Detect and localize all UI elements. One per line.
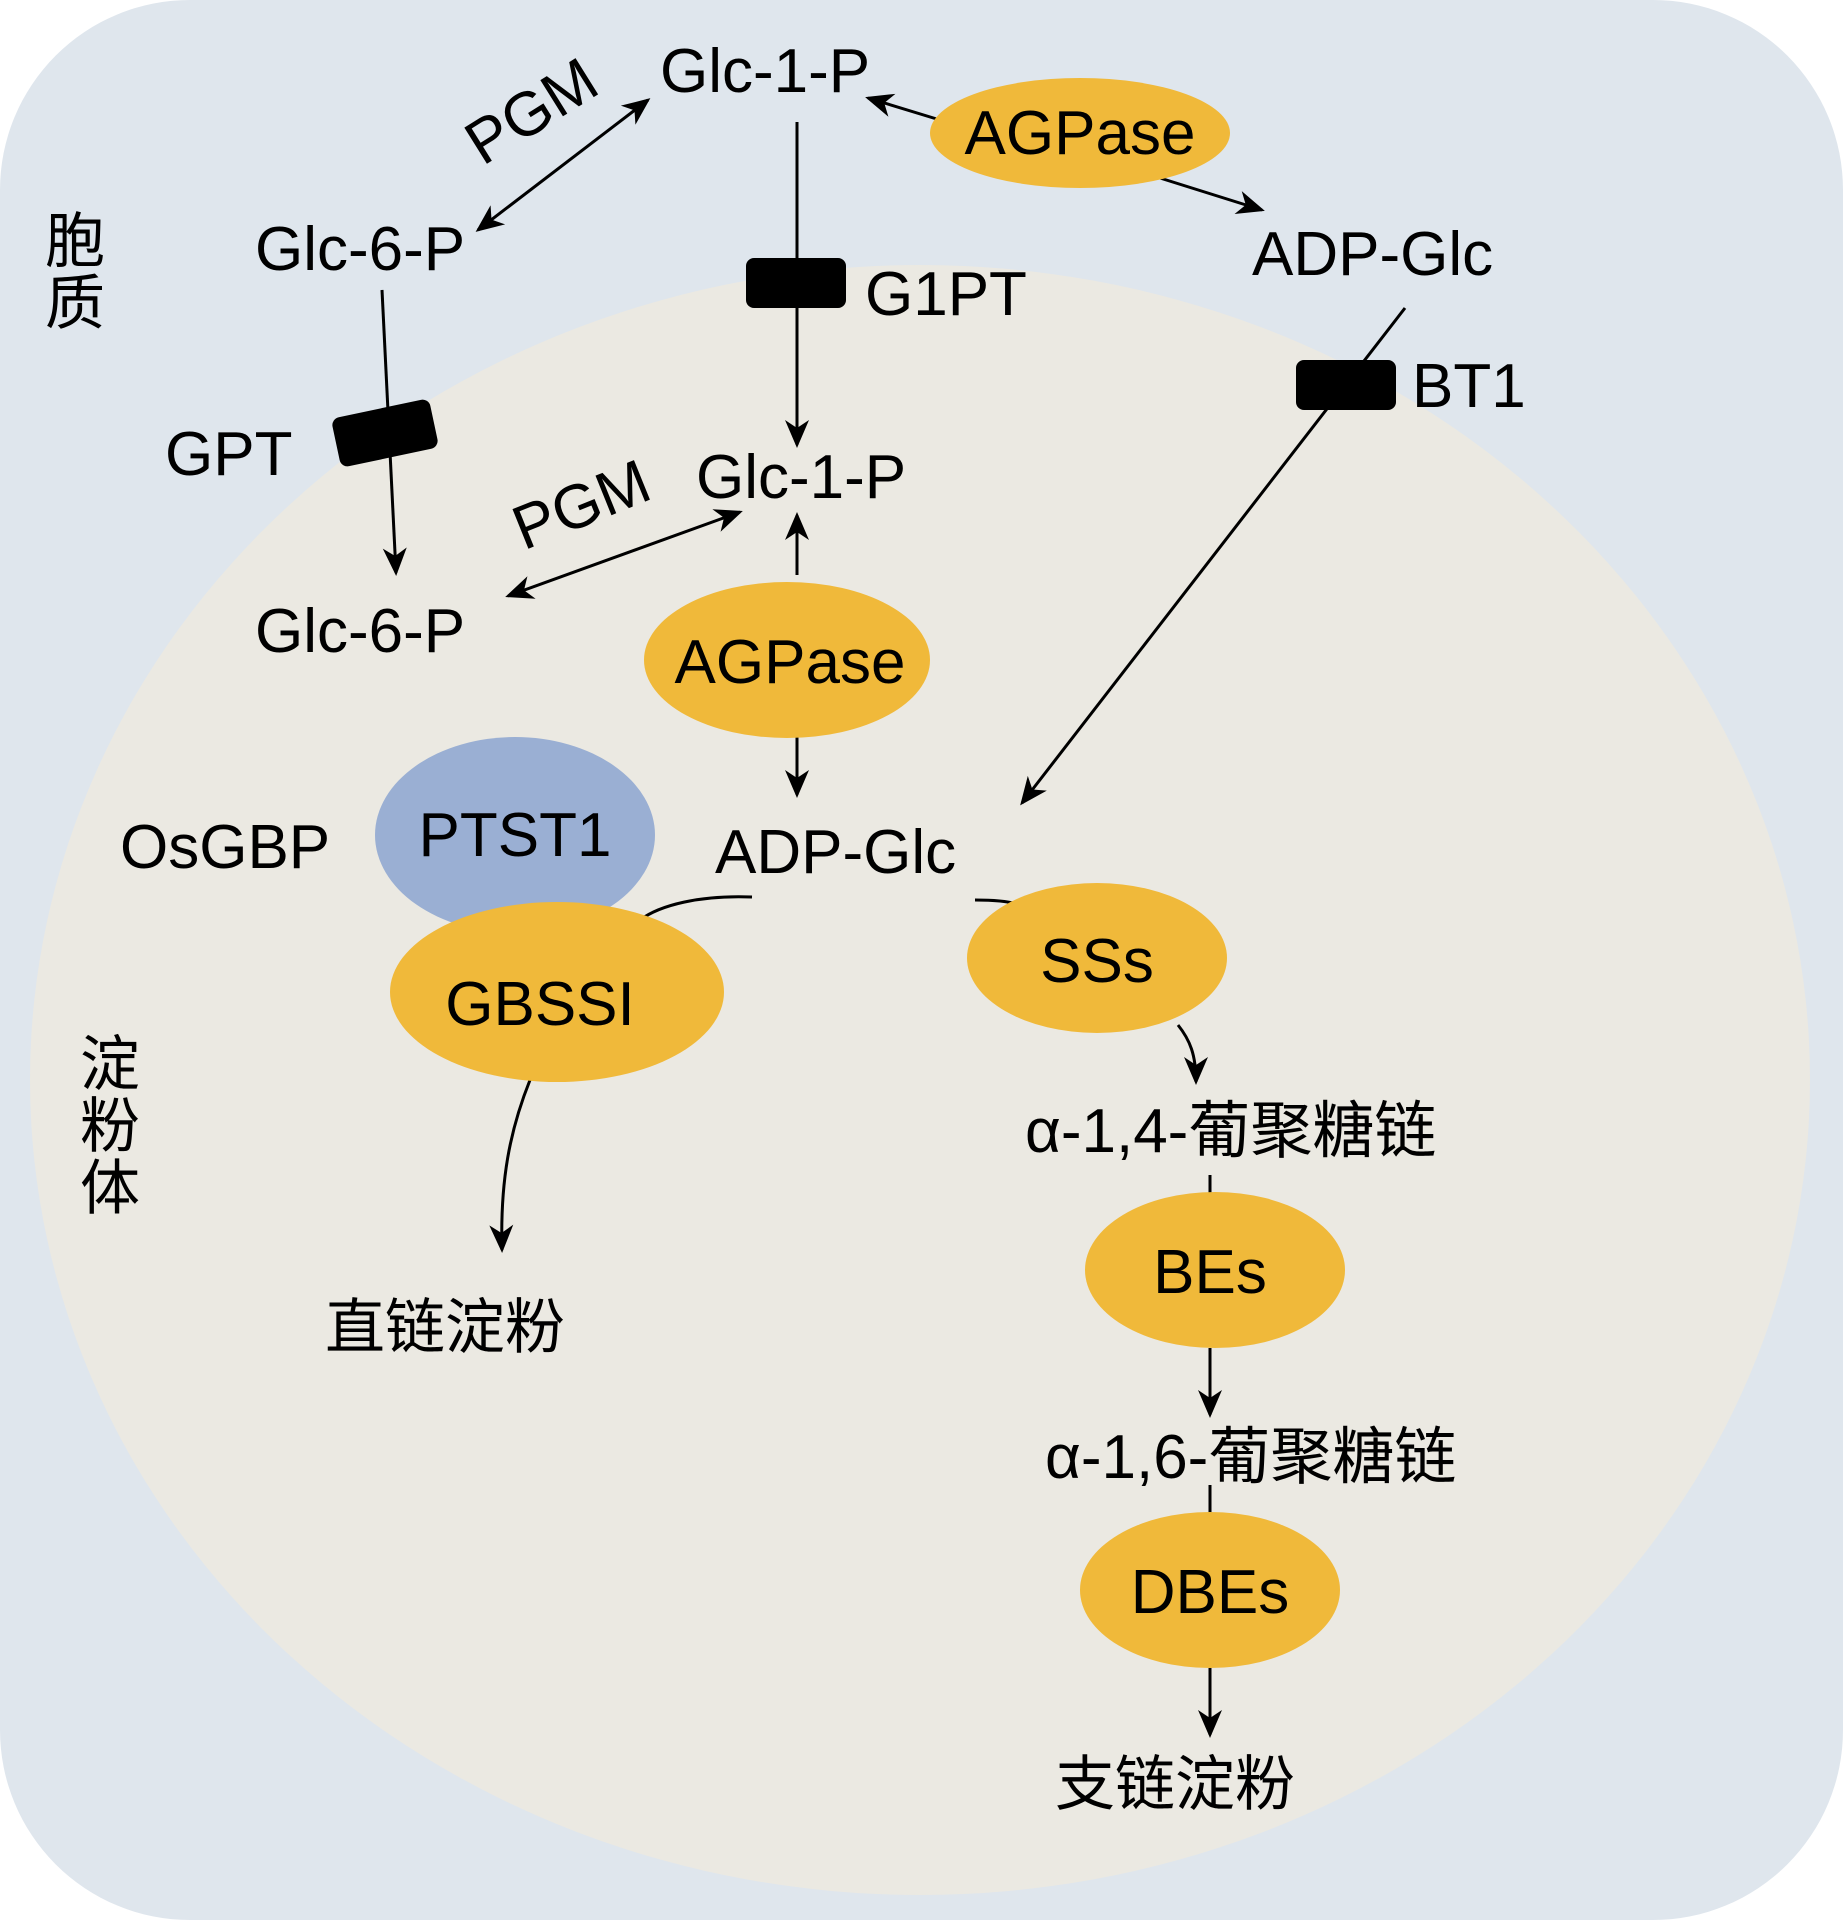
gbssi-to-amylose-arrow xyxy=(489,1079,532,1253)
pgm-plastid-arrow xyxy=(505,509,743,599)
glc1p-cyto-label: Glc-1-P xyxy=(660,37,870,106)
ptst1-label: PTST1 xyxy=(419,801,612,870)
glc6p-cyto-label: Glc-6-P xyxy=(255,215,465,284)
dbes-label: DBEs xyxy=(1131,1558,1289,1627)
bt1-transporter xyxy=(1296,360,1396,410)
agpase-cyto-label: AGPase xyxy=(965,99,1196,168)
agpase-plastid-label: AGPase xyxy=(675,628,906,697)
bes-ellipse xyxy=(1085,1192,1345,1348)
adpglc-plastid-label: ADP-Glc xyxy=(715,818,956,887)
ptst1-ellipse xyxy=(375,737,655,933)
bes-label: BEs xyxy=(1153,1238,1267,1307)
alpha14-label: α-1,4-葡聚糖链 xyxy=(1025,1097,1436,1166)
osgbp-label: OsGBP xyxy=(120,813,330,882)
bt1-label: BT1 xyxy=(1412,352,1526,421)
amyloplast-region xyxy=(30,265,1810,1895)
alpha16-label: α-1,6-葡聚糖链 xyxy=(1045,1423,1456,1492)
adpglc-cyto-label: ADP-Glc xyxy=(1252,220,1493,289)
agpase-cyto-to-glc1p-arrow xyxy=(865,93,941,122)
sss-ellipse xyxy=(967,883,1227,1033)
glc6p-plastid-label: Glc-6-P xyxy=(255,597,465,666)
amyloplast-label: 淀粉体 xyxy=(80,1030,140,1224)
gpt-transporter xyxy=(332,399,438,467)
agpase-cyto-ellipse xyxy=(930,78,1230,188)
amylopectin-label: 支链淀粉 xyxy=(1055,1750,1295,1820)
gpt-label: GPT xyxy=(165,420,292,489)
pgm-cyto-arrow xyxy=(475,98,651,232)
cytoplasm-label-1: 胞质 xyxy=(45,207,105,339)
adpglc-to-gbssi-curve xyxy=(639,895,753,922)
g1pt-label: G1PT xyxy=(865,260,1027,329)
g1pt-transporter xyxy=(746,258,846,308)
gbssi-label: GBSSI xyxy=(445,970,635,1039)
sss-label: SSs xyxy=(1040,927,1154,996)
glc1p-plastid-label: Glc-1-P xyxy=(696,443,906,512)
dbes-ellipse xyxy=(1080,1512,1340,1668)
amylose-label: 直链淀粉 xyxy=(325,1293,565,1363)
gbssi-ellipse xyxy=(390,902,724,1082)
sss-to-alpha14-arrow xyxy=(1176,1024,1208,1085)
agpase-plastid-ellipse xyxy=(644,582,930,738)
agpase-cyto-to-adpglc-arrow xyxy=(1159,176,1265,214)
